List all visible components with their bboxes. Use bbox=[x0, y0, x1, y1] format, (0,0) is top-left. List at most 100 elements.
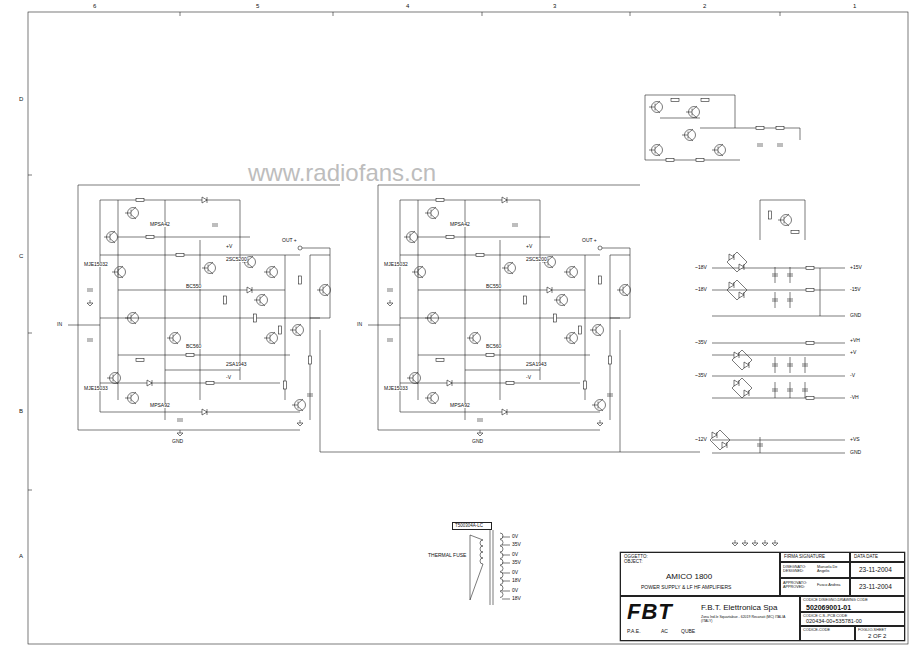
wire bbox=[805, 357, 806, 373]
signal-label: 0V bbox=[512, 588, 518, 593]
resistor-symbol bbox=[806, 342, 814, 345]
cell-text: F.B.T. Elettronica Spa bbox=[701, 604, 777, 612]
wire bbox=[298, 399, 303, 404]
diode-symbol bbox=[734, 380, 739, 386]
wire bbox=[610, 318, 630, 319]
wire bbox=[502, 599, 510, 600]
wire bbox=[570, 266, 575, 271]
signal-label: ~35V bbox=[695, 340, 707, 345]
cell-text: OGGETTO: OBJECT: bbox=[624, 555, 664, 564]
signal-label: -V bbox=[226, 375, 231, 380]
wire bbox=[482, 12, 483, 16]
resistor-symbol bbox=[609, 356, 612, 364]
capacitor-symbol bbox=[87, 341, 93, 342]
wire bbox=[418, 355, 590, 356]
capacitor-symbol bbox=[87, 339, 93, 340]
signal-label: BC550 bbox=[186, 284, 201, 289]
ground-symbol bbox=[732, 543, 738, 546]
wire bbox=[712, 355, 845, 356]
wire bbox=[418, 274, 423, 279]
wire bbox=[734, 282, 735, 288]
wire bbox=[480, 430, 481, 433]
wire bbox=[431, 400, 436, 405]
signal-label: +V bbox=[226, 244, 232, 249]
capacitor-symbol bbox=[177, 419, 183, 420]
wire bbox=[735, 540, 736, 543]
cell-text: Manuela De Angelis bbox=[817, 565, 849, 573]
transformer-winding bbox=[500, 585, 503, 591]
diode-symbol bbox=[547, 287, 552, 293]
wire bbox=[90, 300, 91, 303]
capacitor-symbol bbox=[772, 301, 778, 302]
wire bbox=[734, 254, 735, 260]
wire bbox=[113, 372, 118, 377]
wire bbox=[645, 95, 646, 160]
signal-label: IN bbox=[57, 322, 62, 327]
wire bbox=[110, 239, 115, 244]
wire bbox=[630, 248, 631, 318]
signal-label: 0V bbox=[512, 534, 518, 539]
wire bbox=[760, 200, 805, 201]
grid-reference: 2 bbox=[703, 3, 706, 9]
wire bbox=[745, 540, 746, 543]
wire bbox=[500, 240, 501, 400]
wire bbox=[493, 530, 494, 605]
wire bbox=[623, 284, 628, 289]
wire bbox=[610, 255, 611, 420]
wire bbox=[248, 256, 253, 261]
wire bbox=[208, 262, 213, 267]
cell-text: 23-11-2004 bbox=[859, 584, 892, 591]
wire bbox=[548, 264, 553, 269]
title-block-cell: 23-11-2004 bbox=[850, 578, 905, 596]
wire bbox=[310, 318, 330, 319]
signal-label: +VS bbox=[850, 437, 860, 442]
wire bbox=[780, 12, 781, 16]
wire bbox=[323, 292, 328, 297]
diode-symbol bbox=[729, 282, 734, 288]
transformer-winding bbox=[480, 558, 483, 564]
title-block-cell: CODICE DISEGNO-DRAWING CODE502069001-01 bbox=[800, 596, 905, 612]
wire bbox=[473, 332, 478, 337]
wire bbox=[623, 292, 628, 297]
diode-symbol bbox=[712, 432, 717, 438]
cell-text: QUBE bbox=[681, 629, 695, 634]
cell-text: Zona Ind.le Squartabue - 62019 Recanati … bbox=[701, 616, 796, 623]
resistor-symbol bbox=[284, 381, 287, 389]
wire bbox=[131, 215, 136, 220]
title-block-cell: FBTF.B.T. Elettronica SpaZona Ind.le Squ… bbox=[620, 596, 800, 641]
wire bbox=[260, 302, 265, 307]
signal-label: -V bbox=[850, 373, 855, 378]
wire bbox=[100, 200, 240, 201]
wire bbox=[104, 237, 110, 238]
wire bbox=[378, 430, 600, 431]
wire bbox=[617, 290, 623, 291]
wire bbox=[688, 137, 693, 142]
part-label-box: T500304A-LC bbox=[452, 522, 492, 530]
wire bbox=[784, 214, 789, 219]
diode-symbol bbox=[744, 390, 749, 396]
diode-symbol bbox=[447, 380, 452, 386]
cell-text: P.A.E. bbox=[627, 629, 641, 634]
wire bbox=[592, 405, 598, 406]
cell-text: CODICE C.S.-PCB CODE bbox=[803, 614, 847, 618]
output-terminal bbox=[598, 246, 602, 250]
wire bbox=[790, 357, 791, 373]
wire bbox=[207, 197, 208, 203]
wire bbox=[490, 530, 491, 605]
wire bbox=[744, 264, 745, 270]
resistor-symbol bbox=[806, 397, 814, 400]
signal-label: OUT + bbox=[282, 238, 297, 243]
transformer-winding bbox=[500, 579, 503, 585]
transformer-winding bbox=[500, 566, 503, 572]
capacitor-symbol bbox=[477, 419, 483, 420]
capacitor-symbol bbox=[307, 396, 313, 397]
diode-symbol bbox=[744, 362, 749, 368]
wire bbox=[590, 330, 596, 331]
resistor-symbol bbox=[136, 199, 144, 202]
resistor-symbol bbox=[584, 381, 587, 389]
wire bbox=[180, 430, 181, 433]
wire bbox=[125, 398, 131, 399]
wire bbox=[620, 330, 621, 452]
signal-label: ~18V bbox=[695, 265, 707, 270]
wire bbox=[110, 231, 115, 236]
